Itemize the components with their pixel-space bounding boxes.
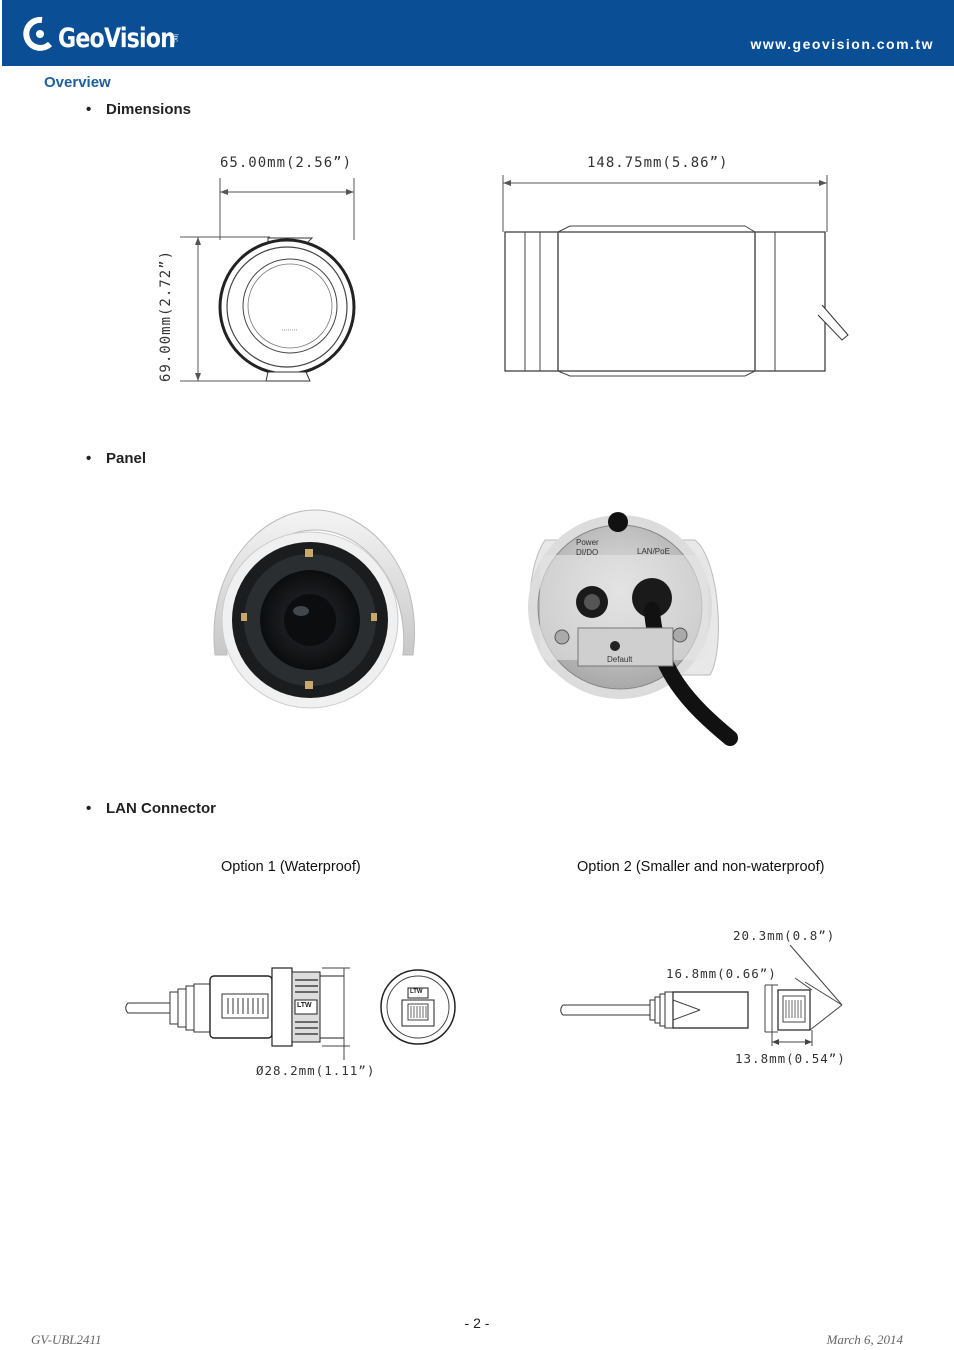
opt2-width3-label: 13.8mm(0.54”) [735,1051,846,1066]
bullet-panel: •Panel [86,450,147,467]
page-header: GeoVision Inc. www.geovision.com.tw [2,0,954,66]
side-view-drawing [502,175,849,377]
bullet-lan-label: LAN Connector [106,800,216,817]
website-url[interactable]: www.geovision.com.tw [750,36,934,52]
camera-front-photo [213,509,415,709]
panel-label-dido: DI/DO [576,548,599,557]
panel-label-power: Power [576,538,599,547]
brand-name: GeoVision [58,23,176,54]
opt2-width2-label: 16.8mm(0.66”) [666,966,777,981]
front-view-drawing [180,178,356,382]
bullet-dimensions: •Dimensions [86,101,192,118]
footer-model: GV-UBL2411 [31,1332,102,1347]
panel-label-default: Default [607,655,633,664]
bullet-lan: •LAN Connector [86,800,216,817]
option1-caption: Option 1 (Waterproof) [221,859,361,875]
opt2-width1-label: 20.3mm(0.8”) [733,928,836,943]
opt1-body-label: LTW [297,1002,312,1009]
front-width-label: 65.00mm(2.56”) [220,155,353,171]
option1-drawing [125,967,456,1060]
geovision-logo: GeoVision Inc. [20,12,190,56]
option2-drawing [560,944,843,1046]
brand-suffix: Inc. [172,34,178,44]
opt1-diameter-label: Ø28.2mm(1.11”) [256,1063,376,1078]
side-length-label: 148.75mm(5.86”) [587,155,729,171]
logo-mark-icon [23,16,53,51]
page-number: - 2 - [464,1315,490,1331]
bullet-dimensions-label: Dimensions [106,101,192,118]
option2-caption: Option 2 (Smaller and non-waterproof) [577,859,825,875]
section-title: Overview [44,74,111,91]
panel-label-lan: LAN/PoE [637,547,670,556]
bullet-panel-label: Panel [106,450,147,467]
camera-rear-photo [528,512,738,746]
opt1-plug-label: LTW [410,989,423,995]
footer-date: March 6, 2014 [826,1332,903,1347]
